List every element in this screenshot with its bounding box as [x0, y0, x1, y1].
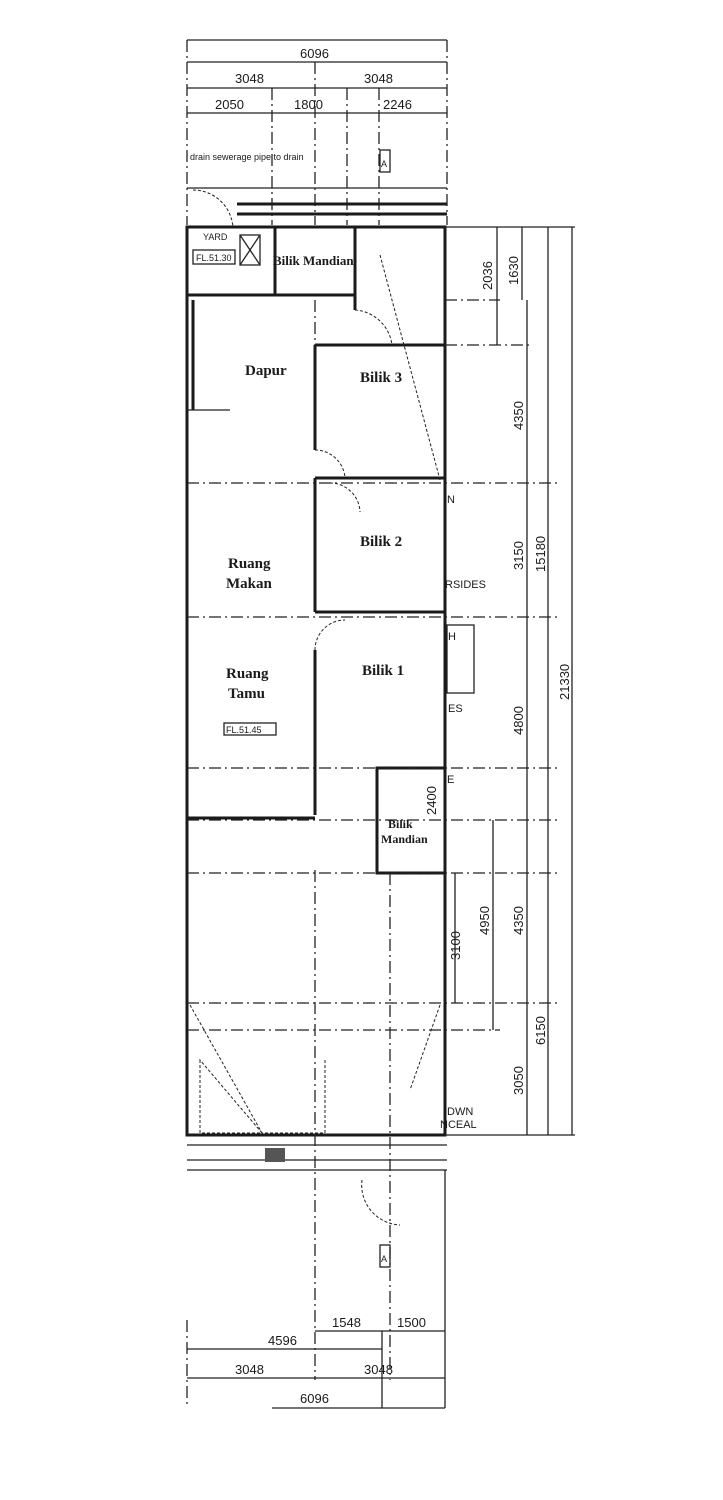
dim-right-21330: 21330: [557, 664, 572, 700]
dim-top-seg2: 1800: [294, 97, 323, 112]
dim-right-3150: 3150: [511, 541, 526, 570]
section-marker-bottom: A: [381, 1254, 387, 1264]
dim-bottom-left-half: 3048: [235, 1362, 264, 1377]
dim-right-3050: 3050: [511, 1066, 526, 1095]
room-label-kitchen: Dapur: [245, 363, 287, 379]
grid-lines: [187, 299, 560, 1380]
room-label-yard: YARD: [203, 232, 228, 242]
room-label-living-2: Tamu: [228, 686, 265, 702]
room-label-bedroom-1: Bilik 1: [362, 663, 404, 679]
dim-right-4350a: 4350: [511, 401, 526, 430]
dim-right-4350b: 4350: [511, 906, 526, 935]
room-label-bedroom-2: Bilik 2: [360, 534, 402, 550]
bottom-dimension-lines: [186, 1170, 446, 1409]
dim-right-4950: 4950: [477, 906, 492, 935]
side-note: NCEAL: [440, 1119, 477, 1131]
dim-top-right-half: 3048: [364, 71, 393, 86]
room-label-bedroom-3: Bilik 3: [360, 370, 402, 386]
dim-bottom-4596: 4596: [268, 1333, 297, 1348]
dim-top-left-half: 3048: [235, 71, 264, 86]
dim-right-2036: 2036: [480, 261, 495, 290]
room-label-front-bathroom-2: Mandian: [381, 832, 428, 846]
dim-bottom-1548: 1548: [332, 1315, 361, 1330]
room-label-dining-1: Ruang: [228, 556, 271, 572]
yard-floor-level: FL.51.30: [196, 253, 232, 263]
room-label-rear-bathroom: Bilik Mandian: [273, 253, 354, 268]
dim-right-2400: 2400: [424, 786, 439, 815]
dim-top-seg1: 2050: [215, 97, 244, 112]
side-note: H: [448, 631, 456, 643]
dim-right-6150: 6150: [533, 1016, 548, 1045]
side-note: ES: [448, 703, 463, 715]
living-floor-level: FL.51.45: [226, 725, 262, 735]
dim-right-15180: 15180: [533, 536, 548, 572]
dim-top-overall: 6096: [300, 46, 329, 61]
dim-top-seg3: 2246: [383, 97, 412, 112]
dim-bottom-overall: 6096: [300, 1391, 329, 1406]
room-label-dining-2: Makan: [226, 576, 273, 592]
top-dimension-lines: [186, 39, 448, 225]
dim-right-4800: 4800: [511, 706, 526, 735]
right-dimension-lines: [445, 226, 575, 1136]
side-note: N: [447, 494, 455, 506]
section-marker-top: A: [381, 159, 387, 169]
dim-bottom-1500: 1500: [397, 1315, 426, 1330]
side-note: E: [447, 774, 454, 786]
side-note: DWN: [447, 1106, 473, 1118]
dim-right-1630: 1630: [506, 256, 521, 285]
dim-right-3100: 3100: [448, 931, 463, 960]
dim-bottom-right-half: 3048: [364, 1362, 393, 1377]
side-note: RSIDES: [445, 579, 486, 591]
drain-note: drain sewerage pipe to drain: [190, 152, 304, 162]
room-label-front-bathroom-1: Bilik: [388, 817, 413, 831]
room-label-living-1: Ruang: [226, 666, 269, 682]
